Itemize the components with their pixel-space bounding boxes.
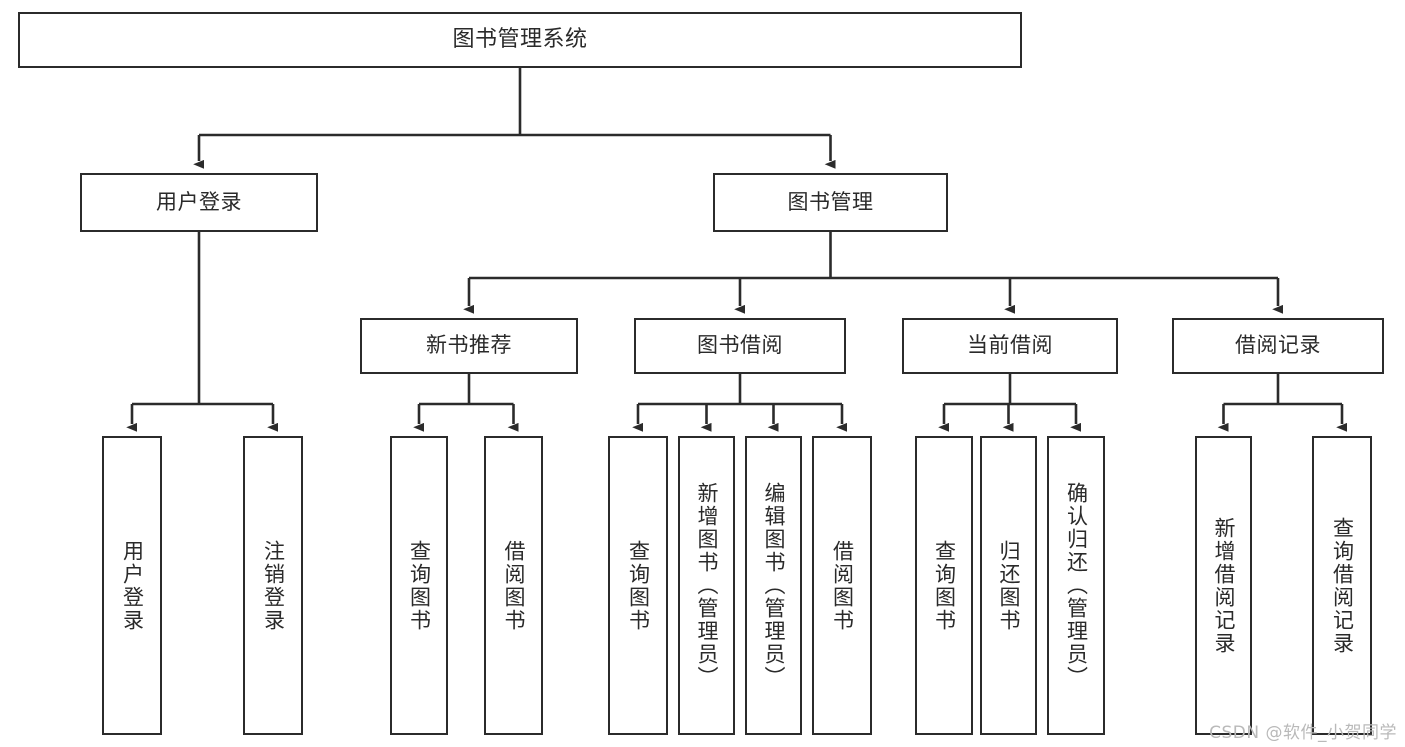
node-current-borrow[interactable]: 当前借阅 <box>902 318 1118 374</box>
node-user-login[interactable]: 用户登录 <box>80 173 318 232</box>
csdn-watermark: CSDN @软件_小贺同学 <box>1209 723 1397 743</box>
node-label: 注销登录 <box>261 539 286 632</box>
node-label: 编辑图书（管理员） <box>762 482 786 689</box>
node-label: 新书推荐 <box>426 333 512 358</box>
node-label: 借阅记录 <box>1235 333 1321 358</box>
node-new-book-rec[interactable]: 新书推荐 <box>360 318 578 374</box>
node-label: 图书管理系统 <box>452 26 588 52</box>
node-leaf-add-record[interactable]: 新增借阅记录 <box>1195 436 1252 735</box>
node-label: 新增图书（管理员） <box>695 482 719 689</box>
node-label: 查询借阅记录 <box>1330 516 1355 655</box>
node-leaf-edit-book[interactable]: 编辑图书（管理员） <box>745 436 802 735</box>
node-leaf-query-record[interactable]: 查询借阅记录 <box>1312 436 1372 735</box>
node-leaf-user-logout[interactable]: 注销登录 <box>243 436 303 735</box>
node-label: 图书管理 <box>787 189 874 214</box>
node-leaf-user-login[interactable]: 用户登录 <box>102 436 162 735</box>
node-label: 确认归还（管理员） <box>1064 482 1089 689</box>
node-borrow-record[interactable]: 借阅记录 <box>1172 318 1384 374</box>
node-label: 用户登录 <box>120 539 145 632</box>
node-label: 图书借阅 <box>697 333 783 358</box>
node-root[interactable]: 图书管理系统 <box>18 12 1022 68</box>
node-label: 查询图书 <box>407 539 432 632</box>
node-leaf-query-book-1[interactable]: 查询图书 <box>390 436 448 735</box>
node-label: 借阅图书 <box>502 539 526 632</box>
node-leaf-query-book-2[interactable]: 查询图书 <box>608 436 668 735</box>
node-label: 借阅图书 <box>830 539 855 632</box>
node-label: 归还图书 <box>997 539 1021 632</box>
node-label: 查询图书 <box>932 539 957 632</box>
node-book-borrow[interactable]: 图书借阅 <box>634 318 846 374</box>
node-leaf-borrow-book-1[interactable]: 借阅图书 <box>484 436 543 735</box>
node-label: 新增借阅记录 <box>1212 516 1236 655</box>
node-leaf-add-book[interactable]: 新增图书（管理员） <box>678 436 735 735</box>
node-leaf-borrow-book-2[interactable]: 借阅图书 <box>812 436 872 735</box>
node-leaf-return-book[interactable]: 归还图书 <box>980 436 1037 735</box>
node-leaf-query-book-3[interactable]: 查询图书 <box>915 436 973 735</box>
node-label: 当前借阅 <box>967 333 1053 358</box>
node-label: 用户登录 <box>156 189 242 214</box>
node-label: 查询图书 <box>626 539 651 632</box>
node-leaf-confirm-return[interactable]: 确认归还（管理员） <box>1047 436 1105 735</box>
node-book-manage[interactable]: 图书管理 <box>713 173 948 232</box>
